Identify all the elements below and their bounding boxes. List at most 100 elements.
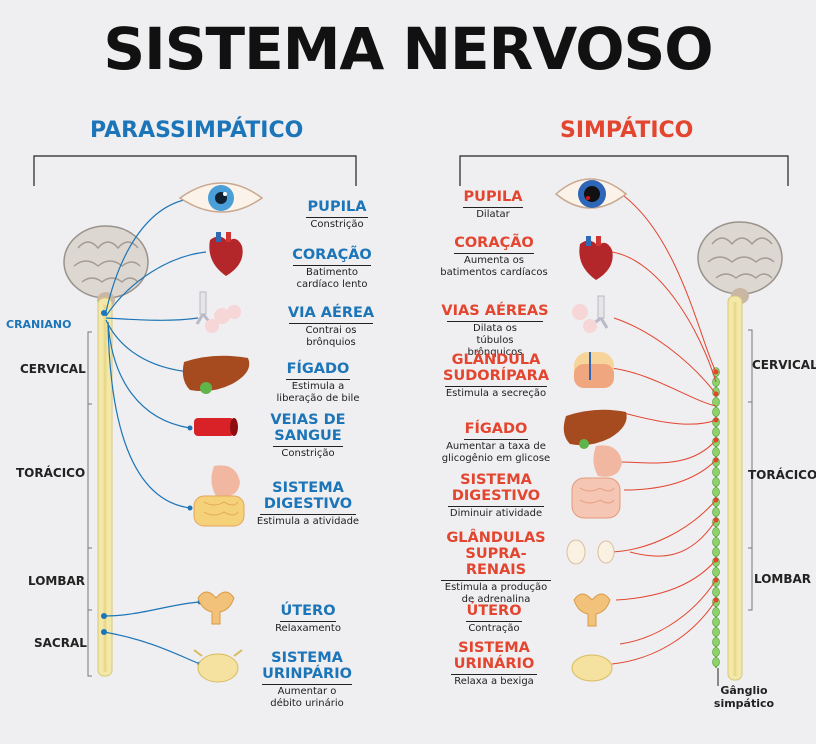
liver-icon: [182, 355, 250, 394]
organ-name: SISTEMA DIGESTIVO: [451, 472, 541, 504]
para-organ-liver: FÍGADO Estimula a liberação de bile: [238, 358, 398, 405]
organ-name: VIAS AÉREAS: [441, 303, 549, 319]
para-segment-sacral: SACRAL: [34, 636, 87, 650]
simp-organ-airways: VIAS AÉREAS Dilata os túbulos brônquicos: [440, 300, 550, 359]
sympathetic-bracket: [459, 155, 789, 186]
left-spinal-cord: [97, 297, 113, 677]
ganglion-node: [712, 537, 720, 547]
organ-desc: Relaxamento: [275, 623, 341, 634]
uterus-icon: [573, 593, 611, 627]
organ-desc: Aumentar o débito urinário: [270, 686, 344, 709]
ganglion-node: [712, 547, 720, 557]
liver-icon: [563, 409, 627, 449]
simp-organ-urinary: SISTEMA URINÁRIO Relaxa a bexiga: [440, 640, 548, 688]
organ-desc: Estimula a secreção: [445, 388, 547, 399]
organ-name: ÚTERO: [280, 603, 336, 619]
page-title: SISTEMA NERVOSO: [103, 15, 713, 83]
organ-desc: Relaxa a bexiga: [454, 676, 534, 687]
simp-organ-pupil: PUPILA Dilatar: [446, 186, 540, 221]
organ-name: PUPILA: [463, 189, 523, 205]
para-segment-cervical: CERVICAL: [20, 362, 86, 376]
simp-organ-sweat-gland: GLÂNDULA SUDORÍPARA Estimula a secreção: [440, 352, 552, 400]
para-organ-airway: VIA AÉREA Contrai os brônquios: [256, 302, 406, 349]
heart-icon: [579, 236, 613, 280]
organ-name: GLÂNDULAS SUPRA-RENAIS: [446, 530, 546, 578]
ganglion-node: [712, 567, 720, 577]
organ-name: SISTEMA DIGESTIVO: [263, 480, 353, 512]
eye-icon: [178, 182, 264, 213]
organ-name: FÍGADO: [464, 421, 528, 437]
cranial-label: CRANIANO: [6, 318, 72, 331]
organ-name: GLÂNDULA SUDORÍPARA: [443, 352, 550, 384]
simp-organ-adrenal-glands: GLÂNDULAS SUPRA-RENAIS Estimula a produç…: [432, 530, 560, 606]
parasympathetic-bracket: [33, 155, 357, 186]
sympathetic-title: SIMPÁTICO: [560, 118, 694, 143]
organ-name: VEIAS DE SANGUE: [270, 412, 346, 444]
bladder-icon: [571, 654, 613, 682]
para-segment-lumbar: LOMBAR: [28, 574, 86, 588]
adrenal-gland-icon: [566, 539, 615, 565]
digestive-icon: [193, 465, 245, 527]
organ-name: VIA AÉREA: [287, 305, 375, 321]
ganglion-node: [712, 587, 720, 597]
ganglion-node: [712, 407, 720, 417]
organ-name: SISTEMA URINPÁRIO: [262, 650, 352, 682]
ganglion-node: [712, 657, 720, 667]
organ-desc: Contrai os brônquios: [305, 325, 357, 348]
organ-desc: Estimula a produção de adrenalina: [444, 582, 548, 605]
ganglion-node: [712, 477, 720, 487]
para-organ-uterus: ÚTERO Relaxamento: [260, 600, 356, 635]
simp-segment-thoracic: TORÁCICO: [748, 468, 816, 482]
organ-desc: Dilata os túbulos brônquicos: [467, 323, 523, 358]
organ-desc: Constrição: [310, 219, 364, 230]
organ-name: CORAÇÃO: [454, 235, 534, 251]
ganglion-node: [712, 467, 720, 477]
simp-segment-lumbar: LOMBAR: [754, 572, 812, 586]
simp-organ-digestive: SISTEMA DIGESTIVO Diminuir atividade: [440, 472, 552, 520]
ganglion-node: [712, 427, 720, 437]
ganglion-node: [712, 647, 720, 657]
blood-vessel-icon: [194, 418, 238, 436]
right-brain-icon: [697, 221, 783, 304]
simp-segment-cervical: CERVICAL: [752, 358, 816, 372]
organ-name: SISTEMA URINÁRIO: [453, 640, 535, 672]
simp-organ-heart: CORAÇÃO Aumenta os batimentos cardíacos: [440, 232, 548, 279]
organ-name: ÚTERO: [466, 603, 522, 619]
para-organ-heart: CORAÇÃO Batimento cardíaco lento: [252, 244, 412, 291]
ganglion-node: [712, 487, 720, 497]
uterus-icon: [197, 591, 235, 625]
ganglion-node: [712, 507, 720, 517]
organ-desc: Aumenta os batimentos cardíacos: [440, 255, 548, 278]
para-segment-thoracic: TORÁCICO: [16, 466, 86, 480]
right-spinal-cord: [727, 295, 743, 681]
ganglion-node: [712, 617, 720, 627]
simp-organ-liver: FÍGADO Aumentar a taxa de glicogênio em …: [440, 418, 552, 465]
ganglion-node: [712, 527, 720, 537]
para-organ-pupil: PUPILA Constrição: [262, 196, 412, 231]
organ-desc: Contração: [468, 623, 520, 634]
heart-icon: [209, 232, 243, 276]
organ-desc: Constrição: [281, 448, 335, 459]
airway-icon: [195, 291, 241, 333]
simp-organ-uterus: ÚTERO Contração: [444, 600, 544, 635]
organ-name: FÍGADO: [286, 361, 350, 377]
para-organ-blood-vessels: VEIAS DE SANGUE Constrição: [258, 412, 358, 460]
eye-icon: [554, 178, 628, 209]
ganglion-node: [712, 447, 720, 457]
organ-name: CORAÇÃO: [292, 247, 372, 263]
organ-desc: Estimula a liberação de bile: [276, 381, 360, 404]
sweat-gland-icon: [574, 352, 614, 388]
organ-desc: Batimento cardíaco lento: [296, 267, 368, 290]
organ-desc: Estimula a atividade: [256, 516, 360, 527]
parasympathetic-title: PARASSIMPÁTICO: [90, 118, 304, 143]
ganglion-node: [712, 607, 720, 617]
organ-desc: Aumentar a taxa de glicogênio em glicose: [441, 441, 551, 464]
airway-icon: [572, 295, 609, 333]
organ-desc: Dilatar: [476, 209, 510, 220]
ganglion-node: [712, 627, 720, 637]
organ-desc: Diminuir atividade: [449, 508, 543, 519]
ganglion-node: [712, 637, 720, 647]
para-organ-digestive: SISTEMA DIGESTIVO Estimula a atividade: [250, 480, 366, 528]
digestive-icon: [571, 445, 622, 519]
